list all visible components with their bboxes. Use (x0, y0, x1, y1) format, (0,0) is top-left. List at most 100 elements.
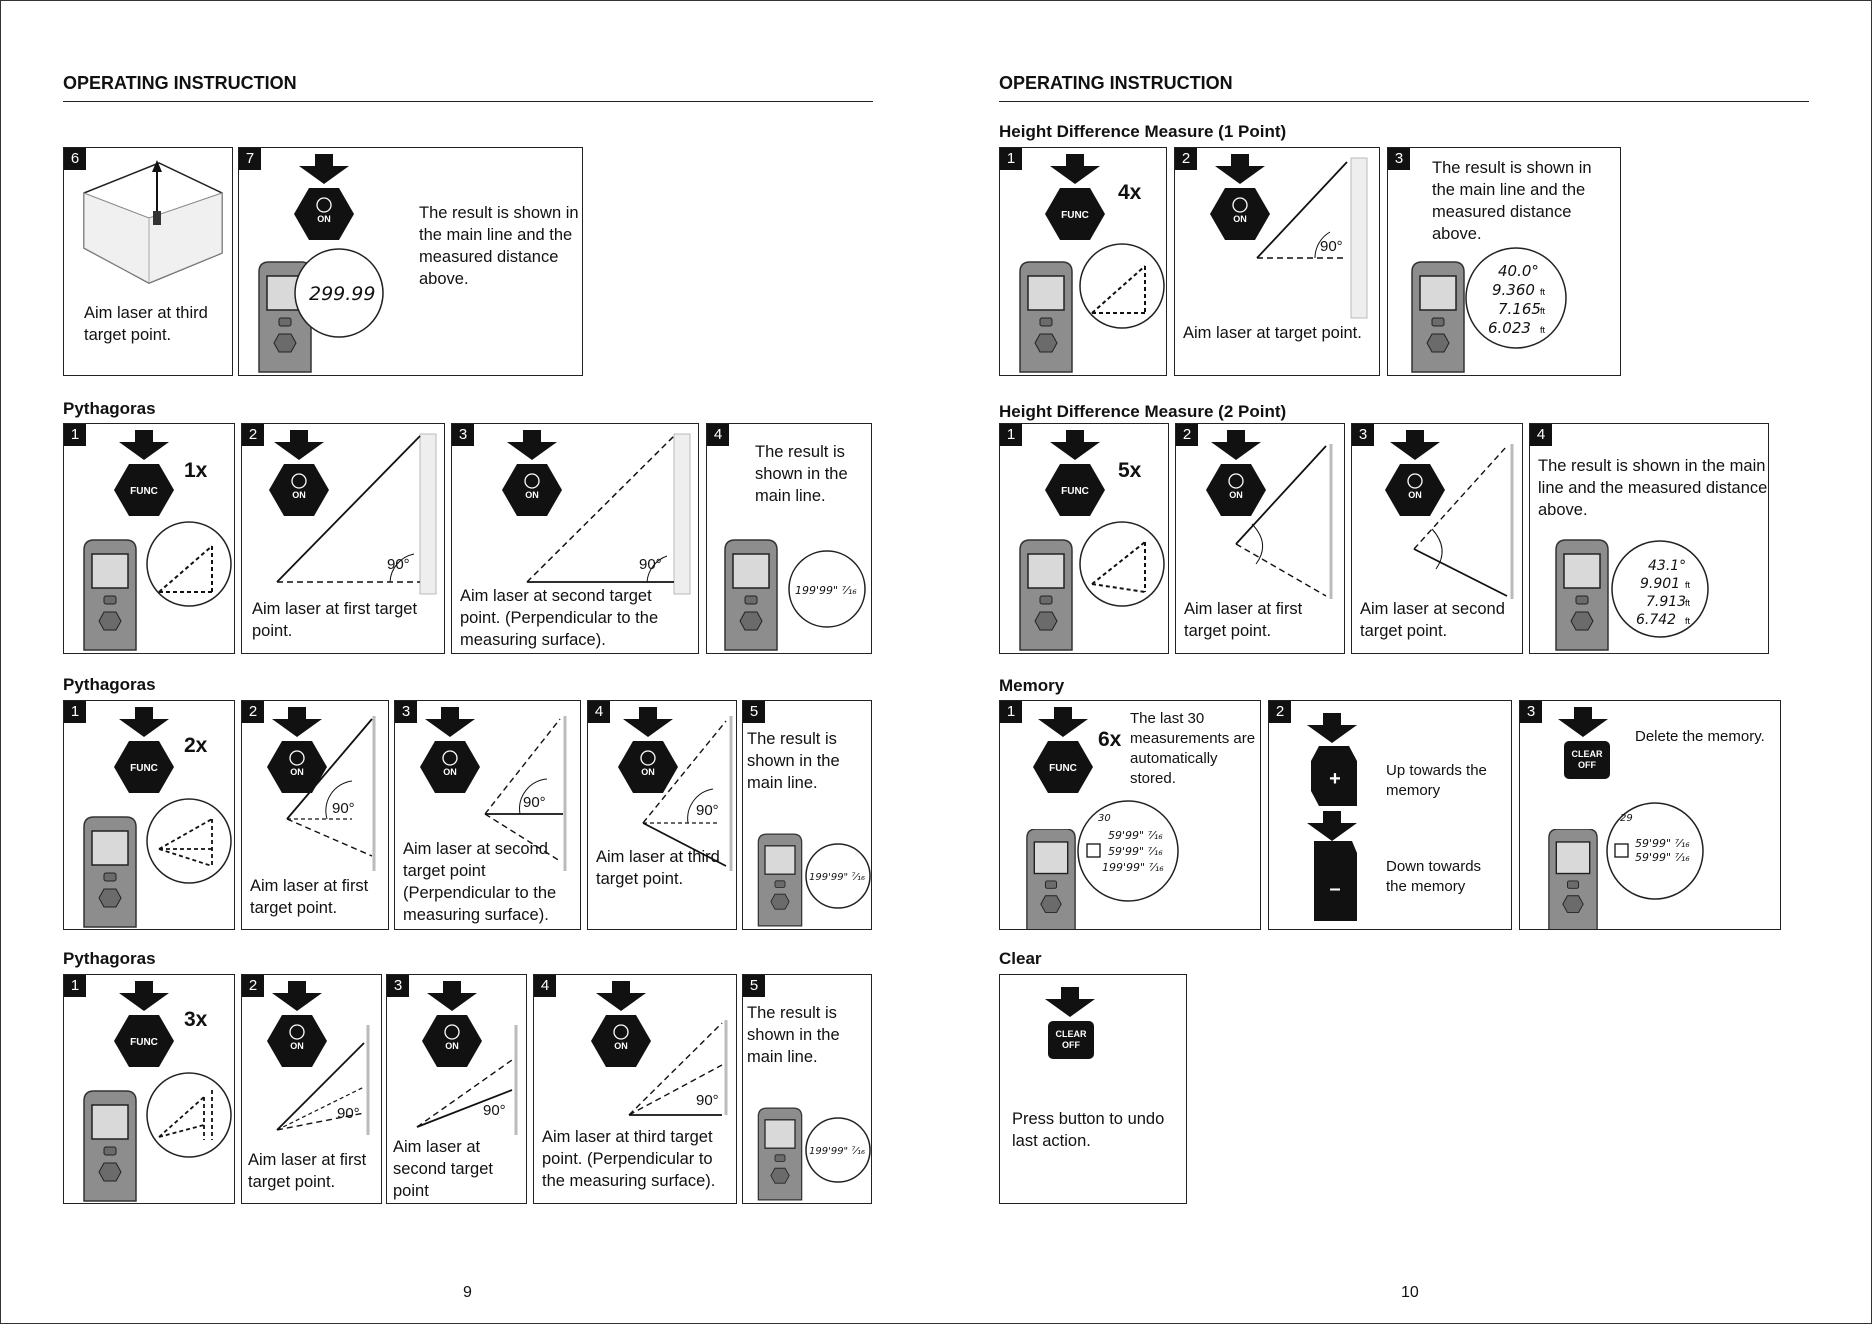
on-label: ON (290, 1041, 304, 1051)
step-text: Delete the memory. (1635, 728, 1765, 745)
press-count: 5x (1118, 459, 1142, 482)
func-label: FUNC (1061, 210, 1089, 221)
section-title: Pythagoras (63, 399, 156, 418)
display-line-3: 7.913 (1646, 594, 1686, 610)
clear-label: CLEAR (1572, 749, 1603, 759)
step-text: Press button to undo last action. (1012, 1110, 1165, 1150)
step-number: 3 (452, 424, 474, 446)
on-label: ON (317, 214, 331, 224)
step-number: 1 (1000, 701, 1022, 723)
on-label: ON (290, 767, 304, 777)
section-title: Pythagoras (63, 675, 156, 694)
press-count: 4x (1118, 181, 1142, 204)
result-device-illustration: 199'99" ⁷⁄₁₆ (757, 833, 871, 927)
height2-step3: 3 ON Aim laser at second target point. (1351, 423, 1523, 654)
step-text: The result is shown in the main line. (755, 443, 848, 505)
page-9-header: OPERATING INSTRUCTION (63, 73, 297, 93)
pythagoras2-step3: 3 ON 90° Aim laser at second target poin… (394, 700, 581, 930)
memory-step2: 2 + – Up towards the memory Down towards… (1268, 700, 1512, 930)
press-count: 3x (184, 1008, 208, 1031)
step-text: Aim laser at third target point. (Perpen… (542, 1128, 716, 1190)
angle-label: 90° (337, 1105, 360, 1122)
step-number: 2 (1176, 424, 1198, 446)
pythagoras2-step5: 5 199'99" ⁷⁄₁₆ The result is shown in th… (742, 700, 872, 930)
memory-step1: 1 FUNC 30 59'99" ⁷⁄₁₆ 59'99" ⁷⁄₁₆ 199'99… (999, 700, 1261, 930)
laser-diagram: ON 90° (1210, 154, 1368, 319)
on-label: ON (1229, 490, 1243, 500)
func-label: FUNC (130, 1037, 158, 1048)
step-text: Aim laser at third target point. (596, 848, 720, 888)
step-number: 1 (1000, 148, 1022, 170)
step-number: 2 (242, 424, 264, 446)
height2-step4: 4 43.1° 9.901 7.913 6.742 ft ft ft The r… (1529, 423, 1769, 654)
pythagoras3-step2: 2 ON 90° Aim laser at first target point… (241, 974, 382, 1204)
laser-diagram: ON 90° (420, 707, 567, 871)
room-corner-illustration (83, 160, 223, 284)
display-angle: 40.0° (1498, 262, 1539, 280)
func-label: FUNC (130, 763, 158, 774)
step-number: 4 (1530, 424, 1552, 446)
pythagoras2-step1: 1 FUNC 2x (63, 700, 235, 930)
memory-reading-2: 59'99" ⁷⁄₁₆ (1108, 845, 1163, 858)
display-line-2: 9.360 (1492, 281, 1535, 299)
header-rule (999, 101, 1809, 102)
height2-step1: 1 FUNC 5x (999, 423, 1169, 654)
on-label: ON (525, 490, 539, 500)
pythagoras2-step4: 4 ON 90° Aim laser at third target point… (587, 700, 737, 930)
step-number: 1 (64, 975, 86, 997)
unit-label: ft (1685, 598, 1691, 608)
step-text: Aim laser at second target point (Perpen… (403, 840, 557, 924)
minus-icon: – (1329, 878, 1340, 900)
step-number: 4 (534, 975, 556, 997)
func-button-illustration: FUNC (83, 430, 232, 651)
step-text: Aim laser at second target point. (1360, 600, 1505, 640)
height1-step2: 2 ON 90° Aim laser at target point. (1174, 147, 1380, 376)
height1-step3: 3 40.0° 9.360 7.165 6.023 ft ft ft The r… (1387, 147, 1621, 376)
func-button-illustration: FUNC (1019, 154, 1165, 373)
pythagoras3-step5: 5 199'99" ⁷⁄₁₆ The result is shown in th… (742, 974, 872, 1204)
clear-label: CLEAR (1056, 1029, 1087, 1039)
display-angle: 43.1° (1648, 558, 1686, 574)
press-count: 1x (184, 459, 208, 482)
step-text: Aim laser at second target point (393, 1138, 493, 1200)
unit-label: ft (1540, 287, 1546, 297)
display-reading: 199'99" ⁷⁄₁₆ (809, 872, 865, 883)
clear-step: CLEAR OFF Press button to undo last acti… (999, 974, 1187, 1204)
memory-navigation-buttons: + – (1307, 713, 1357, 921)
step-text: Aim laser at second target point. (Perpe… (460, 587, 659, 649)
angle-label: 90° (639, 556, 662, 573)
func-label: FUNC (1049, 763, 1077, 774)
step-number: 1 (64, 701, 86, 723)
section-title: Clear (999, 949, 1042, 968)
on-label: ON (445, 1041, 459, 1051)
display-line-4: 6.742 (1636, 612, 1676, 628)
step-number: 5 (743, 701, 765, 723)
display-line-4: 6.023 (1488, 319, 1531, 337)
display-line-3: 7.165 (1498, 300, 1541, 318)
angle-label: 90° (1320, 238, 1343, 255)
step-number: 7 (239, 148, 261, 170)
func-button-illustration: FUNC 30 59'99" ⁷⁄₁₆ 59'99" ⁷⁄₁₆ 199'99" … (1026, 707, 1179, 929)
memory-reading-1: 59'99" ⁷⁄₁₆ (1635, 837, 1690, 850)
step-text: The result is shown in the main line and… (1538, 457, 1768, 519)
step-text: Aim laser at first target point. (250, 877, 369, 917)
result-device-illustration: 199'99" ⁷⁄₁₆ (757, 1107, 871, 1201)
off-label: OFF (1062, 1040, 1080, 1050)
angle-label: 90° (483, 1102, 506, 1119)
func-button-illustration: FUNC (1019, 430, 1165, 651)
section-title: Pythagoras (63, 949, 156, 968)
result-device-illustration: 40.0° 9.360 7.165 6.023 ft ft ft (1411, 247, 1567, 373)
unit-label: ft (1540, 306, 1546, 316)
angle-label: 90° (523, 794, 546, 811)
laser-diagram: ON 90° (267, 707, 376, 871)
unit-label: ft (1685, 580, 1691, 590)
laser-diagram: ON 90° (269, 430, 437, 595)
step-number: 2 (242, 975, 264, 997)
memory-count: 29 (1620, 813, 1633, 824)
func-button-illustration: FUNC (83, 981, 232, 1202)
step-number: 2 (242, 701, 264, 723)
plus-icon: + (1329, 768, 1341, 790)
angle-label: 90° (387, 556, 410, 573)
page-10-header: OPERATING INSTRUCTION (999, 73, 1233, 93)
step-number: 1 (64, 424, 86, 446)
